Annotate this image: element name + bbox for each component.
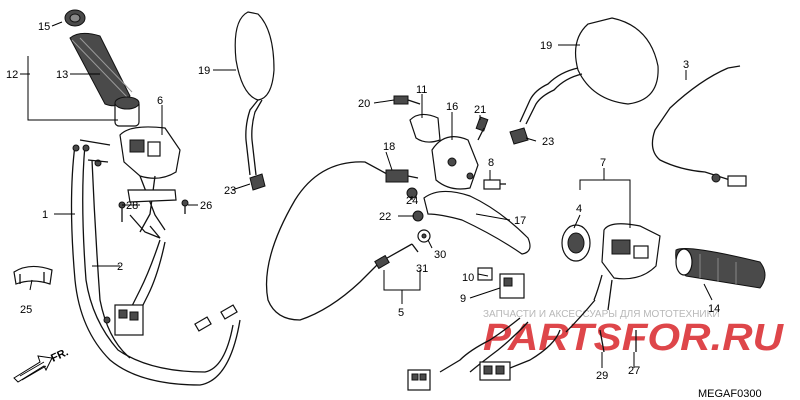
callout-23-right: 23	[542, 136, 554, 148]
clip-25	[13, 265, 53, 285]
callout-7: 7	[600, 157, 606, 169]
watermark-tagline: ЗАПЧАСТИ И АКСЕССУАРЫ ДЛЯ МОТОТЕХНИКИ	[483, 309, 720, 320]
callout-28: 28	[126, 200, 138, 212]
callout-12: 12	[6, 69, 18, 81]
watermark: ЗАПЧАСТИ И АКСЕССУАРЫ ДЛЯ МОТОТЕХНИКИ PA…	[483, 309, 785, 359]
left-switch-harness	[103, 239, 166, 336]
left-grip-13	[64, 9, 140, 127]
callout-24: 24	[406, 195, 418, 207]
callout-30: 30	[434, 249, 446, 261]
callout-11: 11	[416, 84, 427, 96]
callout-19-right: 19	[540, 40, 552, 52]
callout-20: 20	[358, 98, 370, 110]
front-direction-arrow: FR.	[13, 346, 70, 383]
right-mirror-19	[509, 17, 659, 145]
callout-22: 22	[379, 211, 391, 223]
callout-14: 14	[708, 303, 720, 315]
left-switch-housing-6	[119, 126, 181, 239]
front-direction-label: FR.	[49, 346, 70, 364]
callout-5: 5	[398, 307, 404, 319]
callout-4: 4	[576, 203, 582, 215]
callout-19-left: 19	[198, 65, 210, 77]
callout-15: 15	[38, 21, 50, 33]
left-mirror-19	[234, 11, 275, 191]
callout-18: 18	[383, 141, 395, 153]
relay-9	[477, 267, 525, 299]
leader-lines	[20, 21, 713, 368]
callout-13: 13	[56, 69, 68, 81]
callout-10: 10	[462, 272, 474, 284]
callout-31: 31	[416, 263, 428, 275]
clutch-cable-5	[265, 161, 413, 321]
small-bolts	[118, 199, 419, 253]
callout-17: 17	[514, 215, 526, 227]
diagram-code: MEGAF0300	[698, 388, 762, 400]
callout-29: 29	[596, 370, 608, 382]
callout-9: 9	[460, 293, 466, 305]
right-switch-7	[561, 223, 661, 311]
callout-1: 1	[42, 209, 48, 221]
callout-26: 26	[200, 200, 212, 212]
callout-25: 25	[20, 304, 32, 316]
right-grip-14	[675, 248, 766, 289]
callout-21: 21	[474, 104, 486, 116]
clutch-lever-assembly	[385, 95, 531, 255]
callout-23-left: 23	[224, 185, 236, 197]
callout-6: 6	[157, 95, 163, 107]
callouts: 15 12 13 6 19 1 2 25 23 28 26 20 11 16 2…	[6, 21, 720, 382]
callout-16: 16	[446, 101, 458, 113]
left-cables	[70, 139, 241, 386]
callout-3: 3	[683, 59, 689, 71]
callout-2: 2	[117, 261, 123, 273]
throttle-cable-3	[651, 65, 747, 187]
right-harness	[407, 299, 637, 391]
callout-8: 8	[488, 157, 494, 169]
callout-27: 27	[628, 365, 640, 377]
